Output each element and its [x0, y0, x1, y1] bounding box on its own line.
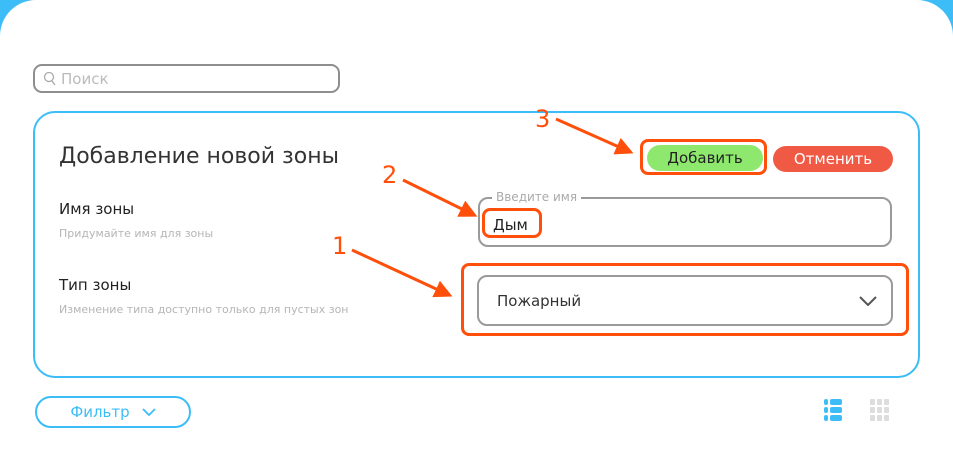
highlight-type-select: [461, 263, 909, 336]
zone-name-label: Имя зоны: [59, 200, 135, 218]
zone-type-label: Тип зоны: [59, 276, 132, 294]
search-input[interactable]: Поиск: [33, 64, 340, 93]
list-view-icon[interactable]: [824, 399, 842, 421]
zone-type-hint: Изменение типа доступно только для пусты…: [59, 303, 349, 316]
grid-view-icon[interactable]: [870, 399, 889, 421]
add-zone-card: Добавление новой зоны Добавить Отменить …: [33, 111, 920, 378]
zone-name-legend: Введите имя: [492, 190, 582, 204]
annotation-2: 2: [382, 161, 398, 189]
zone-name-value: Дым: [493, 216, 528, 234]
zone-name-hint: Придумайте имя для зоны: [59, 227, 214, 240]
chevron-down-icon: [859, 295, 877, 306]
search-icon: [43, 71, 56, 85]
highlight-add-button: [640, 139, 767, 175]
chevron-down-icon: [142, 408, 156, 416]
page-title: Добавление новой зоны: [59, 144, 339, 169]
zone-type-select[interactable]: Пожарный: [477, 275, 893, 326]
filter-button[interactable]: Фильтр: [35, 396, 191, 428]
highlight-name-value: [482, 208, 542, 238]
zone-name-input[interactable]: Введите имя Дым: [478, 190, 892, 247]
annotation-1: 1: [332, 232, 348, 260]
annotation-3: 3: [535, 105, 551, 133]
cancel-button[interactable]: Отменить: [773, 146, 893, 172]
filter-label: Фильтр: [70, 403, 130, 421]
add-button[interactable]: Добавить: [647, 145, 763, 171]
zone-type-value: Пожарный: [497, 291, 582, 310]
search-placeholder: Поиск: [61, 69, 109, 88]
